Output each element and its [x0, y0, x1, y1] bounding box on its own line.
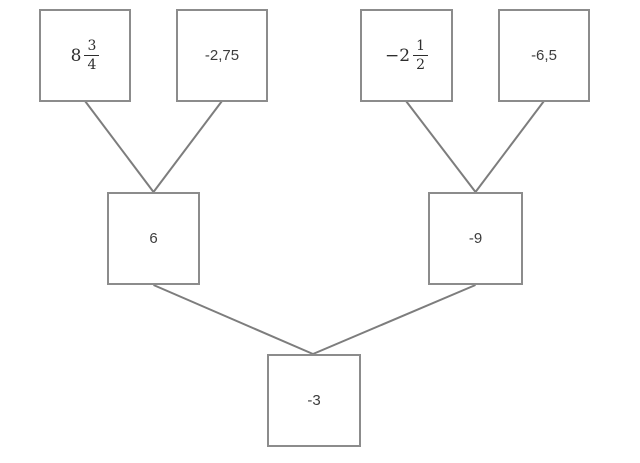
- node-box-top-right-decimal: -6,5: [498, 9, 590, 102]
- mixed-fraction-value: 8 3 4: [71, 38, 100, 73]
- fraction-denominator: 4: [87, 57, 97, 73]
- connector-line: [84, 100, 155, 193]
- connector-line: [152, 100, 223, 193]
- node-box-top-left-decimal: -2,75: [176, 9, 268, 102]
- whole-number: 8: [70, 45, 82, 66]
- fraction-numerator: 3: [84, 38, 100, 56]
- node-value: -2,75: [204, 47, 240, 64]
- node-value: -6,5: [531, 47, 557, 64]
- node-value: -9: [468, 230, 483, 247]
- node-value: 6: [149, 230, 158, 247]
- connector-line: [312, 284, 476, 355]
- node-box-middle-left: 6: [107, 192, 200, 285]
- fraction-denominator: 2: [416, 57, 425, 73]
- fraction: 3 4: [84, 38, 100, 73]
- connector-line: [474, 100, 545, 193]
- node-box-middle-right: -9: [428, 192, 523, 285]
- node-box-top-left-fraction: 8 3 4: [39, 9, 131, 102]
- node-value: -3: [307, 392, 321, 409]
- mixed-fraction-value: −2 1 2: [385, 38, 428, 73]
- node-box-top-right-fraction: −2 1 2: [360, 9, 453, 102]
- fraction-numerator: 1: [413, 38, 428, 56]
- fraction: 1 2: [413, 38, 428, 73]
- node-box-bottom: -3: [267, 354, 361, 447]
- connector-line: [153, 284, 314, 355]
- connector-line: [405, 100, 477, 193]
- whole-number: −2: [385, 45, 411, 66]
